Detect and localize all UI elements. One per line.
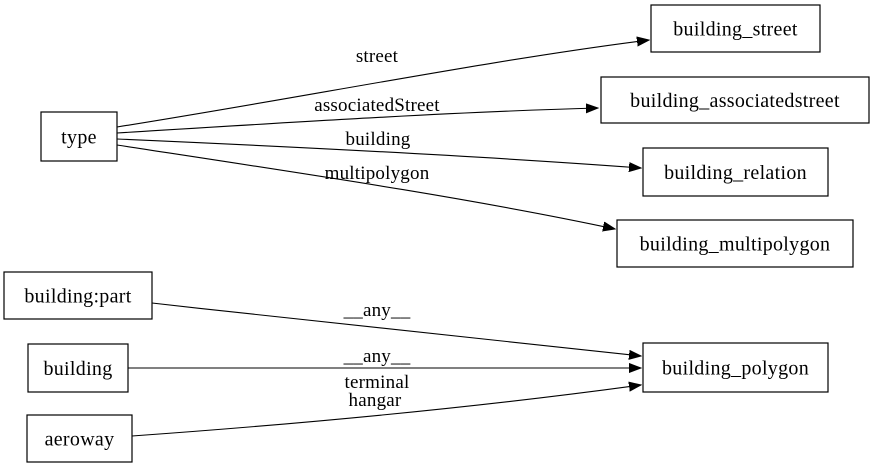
edge-line [116, 138, 641, 168]
node-box [616, 219, 854, 268]
edge-label: __any__ [343, 300, 411, 321]
node-box [27, 343, 129, 393]
edge-line [131, 385, 641, 437]
node-building_part: building:part [3, 271, 153, 320]
edge-type-building_multipolygon: multipolygon [116, 144, 615, 229]
node-box [650, 4, 821, 53]
node-label: building_multipolygon [640, 234, 831, 256]
edge-label: multipolygon [325, 163, 430, 184]
nodes-layer: type building_street building_associatedst… [3, 4, 870, 463]
edge-label: hangar [349, 390, 402, 411]
node-label: building_relation [664, 162, 807, 184]
node-building_relation: building_relation [642, 147, 829, 197]
edge-label: street [356, 46, 399, 67]
node-box [642, 342, 829, 393]
edge-label: associatedStreet [314, 95, 440, 116]
node-label: building_associatedstreet [630, 90, 840, 112]
node-building_street: building_street [650, 4, 821, 53]
node-label: building_polygon [662, 358, 809, 380]
edge-label: terminal [345, 372, 410, 393]
edge-line [116, 40, 649, 128]
node-building_multipolygon: building_multipolygon [616, 219, 854, 268]
edge-label: building [346, 129, 411, 150]
edge-type-building_street: street [116, 40, 649, 128]
edge-building-building_polygon: __any__ [128, 346, 641, 368]
edge-type-building_relation: building [116, 129, 641, 168]
edge-line [116, 144, 615, 229]
edge-type-building_associatedstreet: associatedStreet [116, 95, 598, 134]
node-box [40, 111, 118, 162]
node-label: type [61, 127, 97, 149]
node-label: building_street [673, 19, 798, 41]
node-label: aeroway [45, 429, 115, 451]
node-box [3, 271, 153, 320]
edge-label: __any__ [343, 346, 411, 367]
node-label: building:part [24, 286, 131, 308]
node-box [600, 76, 870, 124]
node-building: building [27, 343, 129, 393]
node-aeroway: aeroway [26, 414, 133, 463]
node-building_associatedstreet: building_associatedstreet [600, 76, 870, 124]
node-box [642, 147, 829, 197]
node-building_polygon: building_polygon [642, 342, 829, 393]
node-box [26, 414, 133, 463]
edge-line [116, 108, 598, 134]
node-label: building [43, 358, 112, 380]
edges-layer: street associatedStreet building multipolyg… [116, 40, 649, 437]
node-type: type [40, 111, 118, 162]
